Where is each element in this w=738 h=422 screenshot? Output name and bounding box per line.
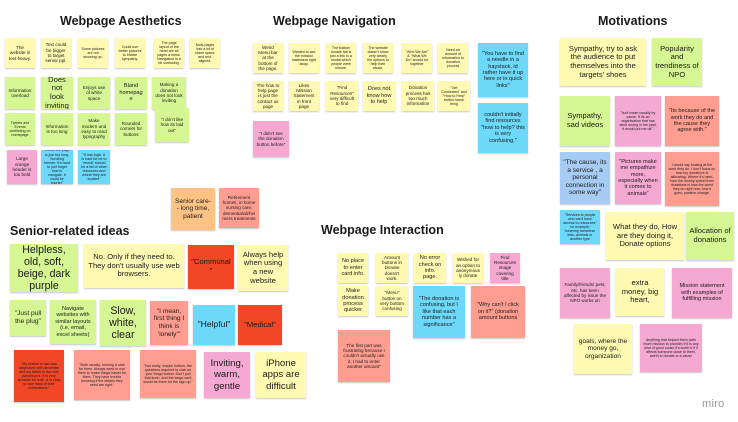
sticky-note[interactable]: "Not really, maybe bottom, the questions…	[140, 350, 196, 398]
sticky-note[interactable]: Likes Mission Statement in front page	[289, 81, 319, 111]
sticky-note[interactable]: Make donation process quicker	[338, 286, 368, 316]
sticky-note[interactable]: "Medical"	[238, 305, 282, 345]
sticky-note[interactable]: Does not know how to help	[363, 81, 395, 111]
sticky-note[interactable]: Slow, white, clear	[100, 300, 146, 346]
sticky-note[interactable]: "My mother in law was diagnosed with dem…	[14, 350, 64, 402]
sticky-note[interactable]: "Services to people who can't have acces…	[560, 210, 600, 244]
sticky-note[interactable]: Family/friends/ pets, etc. has been affe…	[560, 268, 610, 318]
sticky-note[interactable]: The bottom donate tab is just a link to …	[326, 43, 356, 73]
sticky-note[interactable]: "I didn't see the donation button before…	[253, 121, 289, 157]
sticky-note[interactable]: Retirement homes, in home nursing care, …	[219, 188, 259, 228]
sticky-note[interactable]: Does not look inviting	[41, 77, 73, 109]
sticky-note[interactable]: Need an amount of information to donatio…	[438, 43, 468, 73]
sticky-note[interactable]: "Just pull the plug"	[10, 300, 46, 336]
sticky-note[interactable]: Text could be bigger to target senior pp…	[41, 38, 71, 68]
sticky-note[interactable]: Most pages has a lot of blank space and …	[190, 38, 220, 68]
sticky-note[interactable]: Could use better pictures to invoke symp…	[115, 38, 145, 68]
sticky-note[interactable]: Navigate websites with similar layouts (…	[50, 300, 96, 344]
sticky-note[interactable]: "I don't like how its laid out"	[155, 108, 189, 142]
heading-webpage-aesthetics: Webpage Aesthetics	[60, 14, 182, 28]
heading-webpage-interaction: Webpage Interaction	[321, 223, 444, 237]
sticky-note[interactable]: "Isn't mean usually by cause. If its an …	[615, 96, 661, 146]
sticky-note[interactable]: "Who We Are" & "What We Do" should be to…	[402, 43, 432, 73]
sticky-note[interactable]: Helpless, old, soft, beige, dark purple	[10, 244, 78, 292]
sticky-note[interactable]: couldn't initially find resources "how t…	[478, 103, 528, 153]
sticky-note[interactable]: Find Resources image covering title	[490, 253, 520, 283]
sticky-note[interactable]: "Menu" button on very bottom confusing	[376, 286, 408, 316]
miro-logo: miro	[702, 398, 725, 410]
sticky-note[interactable]: "The donation is confusing, but I like t…	[413, 286, 465, 338]
sticky-note[interactable]: iPhone apps are difficult	[256, 352, 306, 398]
sticky-note[interactable]: goals, where the money go, organization	[574, 324, 632, 374]
sticky-note[interactable]: "It has logic. It is hard for be to 'rec…	[78, 150, 110, 184]
sticky-note[interactable]: Information overload	[5, 77, 35, 109]
sticky-note[interactable]: "Get Connected" and "How to Help" button…	[438, 81, 470, 111]
sticky-note[interactable]: Amount buttons in Donate doesn't work.	[376, 253, 408, 283]
sticky-note[interactable]: Sympathy, sad videos	[560, 96, 610, 146]
sticky-note[interactable]: Wanted to see the mission statement righ…	[289, 43, 319, 73]
sticky-note[interactable]: Enjoys use of white space	[78, 77, 110, 109]
sticky-note[interactable]: Rounded corners for buttons	[115, 113, 147, 145]
sticky-note[interactable]: What they do, How are they doing it, Don…	[606, 212, 684, 260]
sticky-note[interactable]: "Why can't I click on it?" (donation amo…	[471, 286, 525, 338]
sticky-note[interactable]: Wished for an option to anonymously dona…	[453, 253, 483, 283]
sticky-note[interactable]: "Find Resources" very difficult to find	[326, 81, 358, 111]
sticky-note[interactable]: I would say looking at the work they do.…	[665, 152, 719, 206]
sticky-note[interactable]: Allocation of donations	[686, 212, 734, 260]
sticky-note[interactable]: Make modern and easy to read typography	[78, 113, 110, 145]
sticky-note[interactable]: Some pictures are not showing up.	[78, 38, 108, 68]
sticky-note[interactable]: Donation process has too much informatio…	[402, 81, 434, 111]
sticky-note[interactable]: The website doesn't show very clearly th…	[363, 43, 393, 73]
sticky-note[interactable]: Popularity and trendiness of NPO	[652, 38, 702, 86]
sticky-note[interactable]: Making a donation does not look inviting	[152, 77, 186, 109]
sticky-note[interactable]: The website is text-heavy.	[5, 38, 35, 68]
sticky-note[interactable]: No. Only if they need to. They don't usu…	[84, 244, 184, 288]
sticky-note[interactable]: "You have to find a needle in a haystack…	[478, 43, 528, 97]
sticky-note[interactable]: "I think the page is just too long. Scro…	[41, 150, 73, 184]
sticky-note[interactable]: Inviting, warm, gentle	[204, 352, 250, 398]
sticky-note[interactable]: "Its because of the work they do and the…	[665, 96, 719, 146]
sticky-note[interactable]: Information is too long	[41, 113, 73, 145]
sticky-note[interactable]: Sympathy, try to ask the audience to put…	[560, 38, 646, 86]
heading-webpage-navigation: Webpage Navigation	[273, 14, 396, 28]
sticky-note[interactable]: Tweets and Events conflicting on homepag…	[5, 113, 35, 145]
sticky-note[interactable]: "I mean, first thing I think is 'lonely'…	[150, 301, 188, 345]
sticky-note[interactable]: Always help when using a new website	[238, 245, 288, 291]
sticky-note[interactable]: No place to enter card info.	[338, 253, 368, 283]
sticky-note[interactable]: extra money, big heart,	[616, 268, 664, 316]
sticky-note[interactable]: The page layout of the head are all page…	[154, 38, 184, 68]
sticky-note[interactable]: The first part was frustrating because I…	[338, 330, 390, 382]
sticky-note[interactable]: "Helpful"	[193, 305, 235, 345]
sticky-note[interactable]: Weird Menu bar at the bottom of the page…	[253, 43, 283, 73]
sticky-note[interactable]: The how to help page is just the contact…	[253, 81, 283, 111]
sticky-note[interactable]: No error check on info. page.	[414, 253, 446, 283]
sticky-note[interactable]: "Communal"	[188, 245, 234, 289]
heading-senior-related-ideas: Senior-related ideas	[10, 224, 130, 238]
sticky-note[interactable]: Mission statement with examples of fulfi…	[672, 268, 732, 318]
sticky-note[interactable]: "Pictures make me empathize more, especi…	[615, 152, 661, 204]
sticky-note[interactable]: "Both usually, running a care for them. …	[74, 350, 130, 400]
sticky-note[interactable]: "The cause, its a service , a personal c…	[560, 152, 610, 204]
sticky-note[interactable]: Large orange header is too bold	[7, 150, 37, 184]
sticky-note[interactable]: Bland homepage	[115, 77, 147, 109]
sticky-note[interactable]: Anything that helped them (with more mis…	[640, 324, 702, 372]
sticky-note[interactable]: Senior care-- long time, patient	[171, 188, 215, 230]
heading-motivations: Motivations	[598, 14, 668, 28]
